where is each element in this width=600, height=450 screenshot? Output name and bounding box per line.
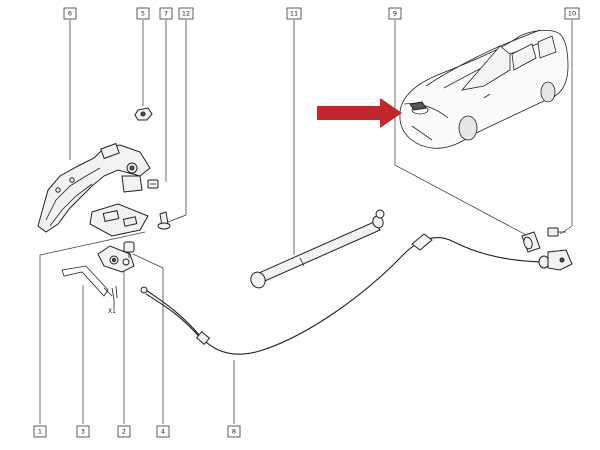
base-plate — [89, 203, 149, 237]
svg-text:1: 1 — [38, 428, 42, 436]
callout-6: 6 — [63, 7, 77, 20]
svg-text:12: 12 — [182, 10, 190, 18]
svg-text:9: 9 — [393, 10, 397, 18]
leader-lines — [39, 20, 573, 424]
callout-4: 4 — [156, 425, 170, 438]
svg-text:3: 3 — [81, 428, 85, 436]
quantity-mark: X1 — [108, 308, 116, 315]
svg-text:2: 2 — [122, 428, 126, 436]
car-sketch — [399, 29, 569, 149]
lower-latch — [97, 245, 135, 273]
callout-5: 5 — [136, 7, 150, 20]
release-cable — [140, 233, 573, 355]
red-pointer-arrow — [317, 98, 402, 128]
svg-text:6: 6 — [68, 10, 72, 18]
release-spring: X1 — [61, 265, 118, 315]
svg-text:11: 11 — [290, 10, 298, 18]
callout-12: 12 — [178, 7, 194, 20]
callout-11: 11 — [286, 7, 302, 20]
cable-end-sheath — [521, 231, 541, 253]
screw — [547, 227, 566, 237]
latch-bolt — [123, 241, 135, 258]
retaining-pin — [157, 211, 171, 230]
callout-8: 8 — [227, 425, 241, 438]
callout-7: 7 — [159, 7, 173, 20]
svg-text:5: 5 — [141, 10, 145, 18]
svg-text:10: 10 — [568, 10, 576, 18]
callout-3: 3 — [76, 425, 90, 438]
callout-2: 2 — [117, 425, 131, 438]
svg-text:4: 4 — [161, 428, 165, 436]
svg-text:7: 7 — [164, 10, 168, 18]
bolt-small — [147, 179, 159, 189]
callout-9: 9 — [388, 7, 402, 20]
hood-lock-bracket — [37, 142, 151, 233]
callout-10: 10 — [564, 7, 580, 20]
svg-text:8: 8 — [232, 428, 236, 436]
callout-1: 1 — [33, 425, 47, 438]
nut — [134, 107, 153, 121]
gas-strut — [250, 209, 385, 289]
